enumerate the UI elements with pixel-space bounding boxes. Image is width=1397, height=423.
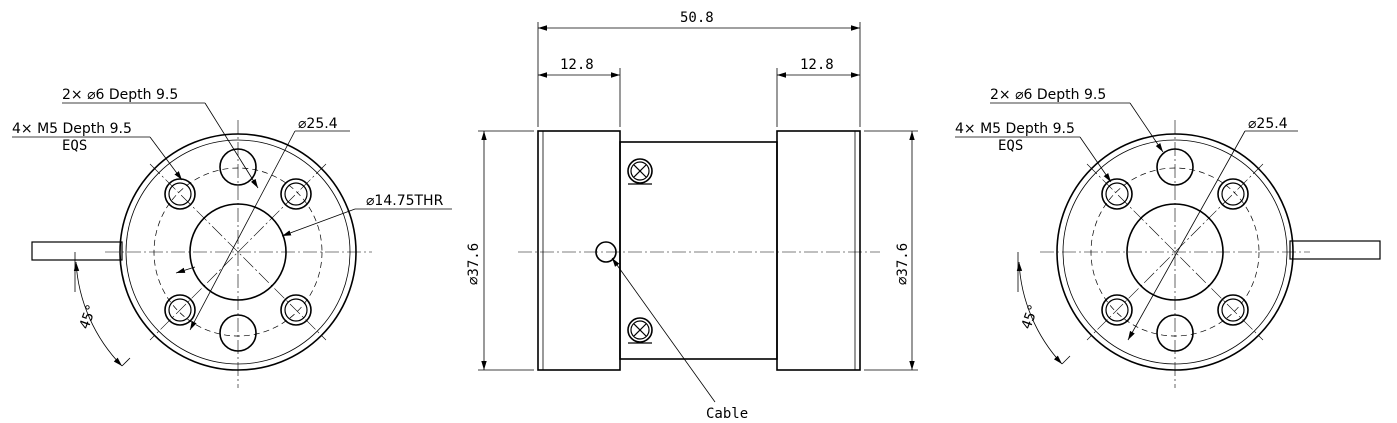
side-diameter-right: ⌀37.6 [895,243,911,285]
right-pcd-label: ⌀25.4 [1248,116,1288,132]
right-threaded-holes [1101,178,1249,326]
left-bore-label: ⌀14.75THR [366,193,444,209]
side-view: 50.8 12.8 12.8 ⌀37.6 ⌀37.6 Cable [466,10,918,422]
side-flange-left: 12.8 [560,57,594,73]
side-right-flange [776,130,861,371]
side-overall-length: 50.8 [680,10,714,26]
right-hole-callout: 2× ⌀6 Depth 9.5 [990,87,1106,103]
right-angle-label: 45° [1019,302,1043,331]
left-shaft [31,241,123,261]
left-pcd-label: ⌀25.4 [298,116,338,132]
side-left-flange [537,130,621,371]
right-shaft [1289,240,1381,260]
left-end-view: 2× ⌀6 Depth 9.5 4× M5 Depth 9.5 EQS ⌀25.… [12,87,452,388]
left-hole-callout: 2× ⌀6 Depth 9.5 [62,87,178,103]
left-thread-callout: 4× M5 Depth 9.5 [12,121,132,137]
side-diameter-left: ⌀37.6 [466,243,482,285]
right-thread-callout: 4× M5 Depth 9.5 [955,121,1075,137]
left-eqs-label: EQS [62,138,87,154]
side-cable-label: Cable [706,406,748,422]
left-angle-label: 45° [77,302,101,331]
right-eqs-label: EQS [998,138,1023,154]
side-screw-bottom [627,317,653,344]
left-threaded-holes [164,178,312,326]
side-screw-top [627,158,653,185]
right-end-view: 2× ⌀6 Depth 9.5 4× M5 Depth 9.5 EQS ⌀25.… [955,87,1381,388]
side-cable-hole [595,241,617,263]
side-flange-right: 12.8 [800,57,834,73]
